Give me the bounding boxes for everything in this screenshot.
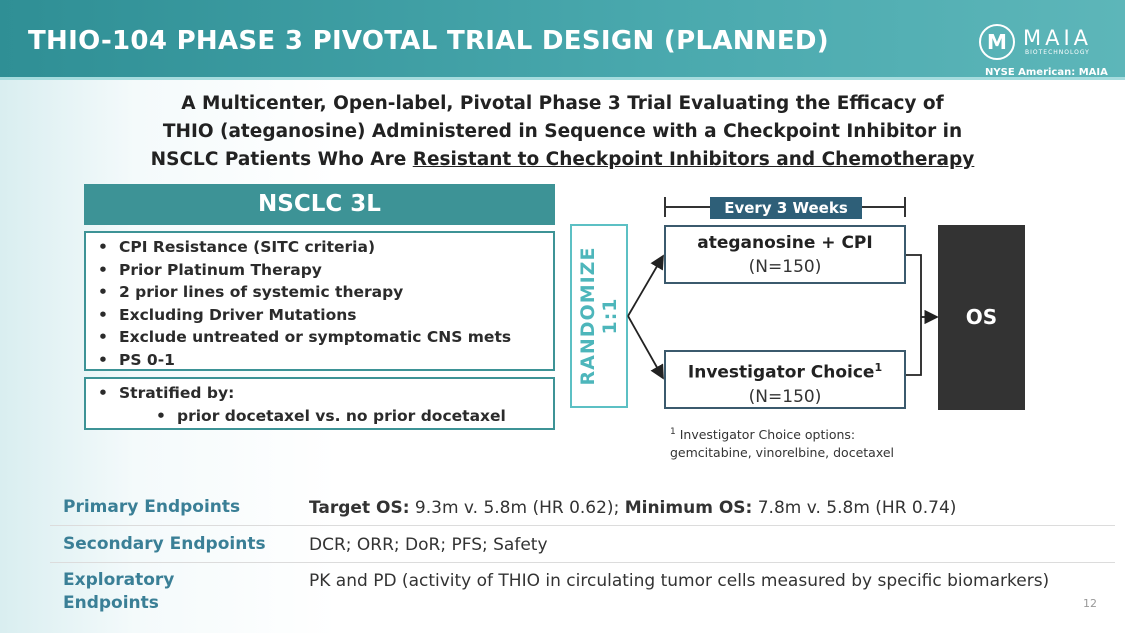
stratified-item: prior docetaxel vs. no prior docetaxel <box>98 405 553 428</box>
criteria-item: CPI Resistance (SITC criteria) <box>98 236 553 259</box>
criteria-list: CPI Resistance (SITC criteria) Prior Pla… <box>84 231 555 371</box>
logo-sub: BIOTECHNOLOGY <box>1025 49 1090 56</box>
endpoint-term: Minimum OS: <box>624 498 753 518</box>
endpoint-label: Secondary Endpoints <box>63 534 266 554</box>
endpoint-value: DCR; ORR; DoR; PFS; Safety <box>309 535 548 555</box>
subtitle-line: THIO (ateganosine) Administered in Seque… <box>162 121 963 142</box>
criteria-item: Prior Platinum Therapy <box>98 259 553 282</box>
footnote-text: Investigator Choice options: <box>679 427 856 443</box>
endpoint-label: Endpoints <box>63 593 159 613</box>
endpoint-term: Target OS: <box>309 498 410 518</box>
stratified-label: Stratified by: <box>98 382 553 405</box>
bracket-tick <box>664 197 666 217</box>
slide-subtitle: A Multicenter, Open-label, Pivotal Phase… <box>60 90 1065 174</box>
merge-connector <box>906 254 922 376</box>
logo-icon: M <box>979 24 1015 60</box>
criteria-item: 2 prior lines of systemic therapy <box>98 281 553 304</box>
stratification-box: Stratified by: prior docetaxel vs. no pr… <box>84 377 555 430</box>
endpoint-label: Exploratory <box>63 570 175 590</box>
arm-n: (N=150) <box>748 386 822 407</box>
endpoint-value: 9.3m v. 5.8m (HR 0.62); <box>409 498 625 518</box>
arm-box-control: Investigator Choice1 (N=150) <box>664 350 906 409</box>
criteria-item: Exclude untreated or symptomatic CNS met… <box>98 326 553 349</box>
cycle-label: Every 3 Weeks <box>710 197 862 219</box>
header-bar <box>0 0 1125 80</box>
criteria-item: PS 0-1 <box>98 349 553 372</box>
subtitle-emphasis: Resistant to Checkpoint Inhibitors and C… <box>412 149 975 170</box>
randomize-label: RANDOMIZE <box>577 246 599 386</box>
subtitle-line: NSCLC Patients Who Are <box>150 149 413 170</box>
footnote-marker: 1 <box>670 427 676 437</box>
footnote: 1 Investigator Choice options: gemcitabi… <box>670 423 894 462</box>
endpoint-label: Primary Endpoints <box>63 497 241 517</box>
criteria-item: Excluding Driver Mutations <box>98 304 553 327</box>
subtitle-line: A Multicenter, Open-label, Pivotal Phase… <box>181 93 944 114</box>
arm-n: (N=150) <box>748 257 822 277</box>
footnote-marker: 1 <box>874 361 883 374</box>
arm-name: ateganosine + CPI <box>697 233 873 253</box>
arrow-to-arm2 <box>627 315 664 380</box>
page-number: 12 <box>1083 597 1097 610</box>
slide-title: THIO-104 PHASE 3 PIVOTAL TRIAL DESIGN (P… <box>28 26 829 56</box>
arm-box-treatment: ateganosine + CPI (N=150) <box>664 225 906 284</box>
endpoint-os-box: OS <box>938 225 1025 410</box>
endpoint-value: 7.8m v. 5.8m (HR 0.74) <box>752 498 957 518</box>
footnote-text: gemcitabine, vinorelbine, docetaxel <box>670 445 894 461</box>
arrow-to-arm1 <box>627 254 664 317</box>
company-logo: M MAIA BIOTECHNOLOGY NYSE American: MAIA <box>975 22 1115 78</box>
logo-name: MAIA <box>1023 26 1093 50</box>
exchange-label: NYSE American: MAIA <box>985 67 1108 78</box>
bracket-tick <box>904 197 906 217</box>
population-title: NSCLC 3L <box>84 184 555 225</box>
endpoint-row-primary: Primary Endpoints Target OS: 9.3m v. 5.8… <box>50 490 1115 526</box>
endpoint-row-secondary: Secondary Endpoints DCR; ORR; DoR; PFS; … <box>50 527 1115 563</box>
arm-name: Investigator Choice <box>687 362 875 383</box>
randomize-ratio: 1:1 <box>599 297 621 335</box>
endpoint-value: PK and PD (activity of THIO in circulati… <box>309 571 1050 591</box>
